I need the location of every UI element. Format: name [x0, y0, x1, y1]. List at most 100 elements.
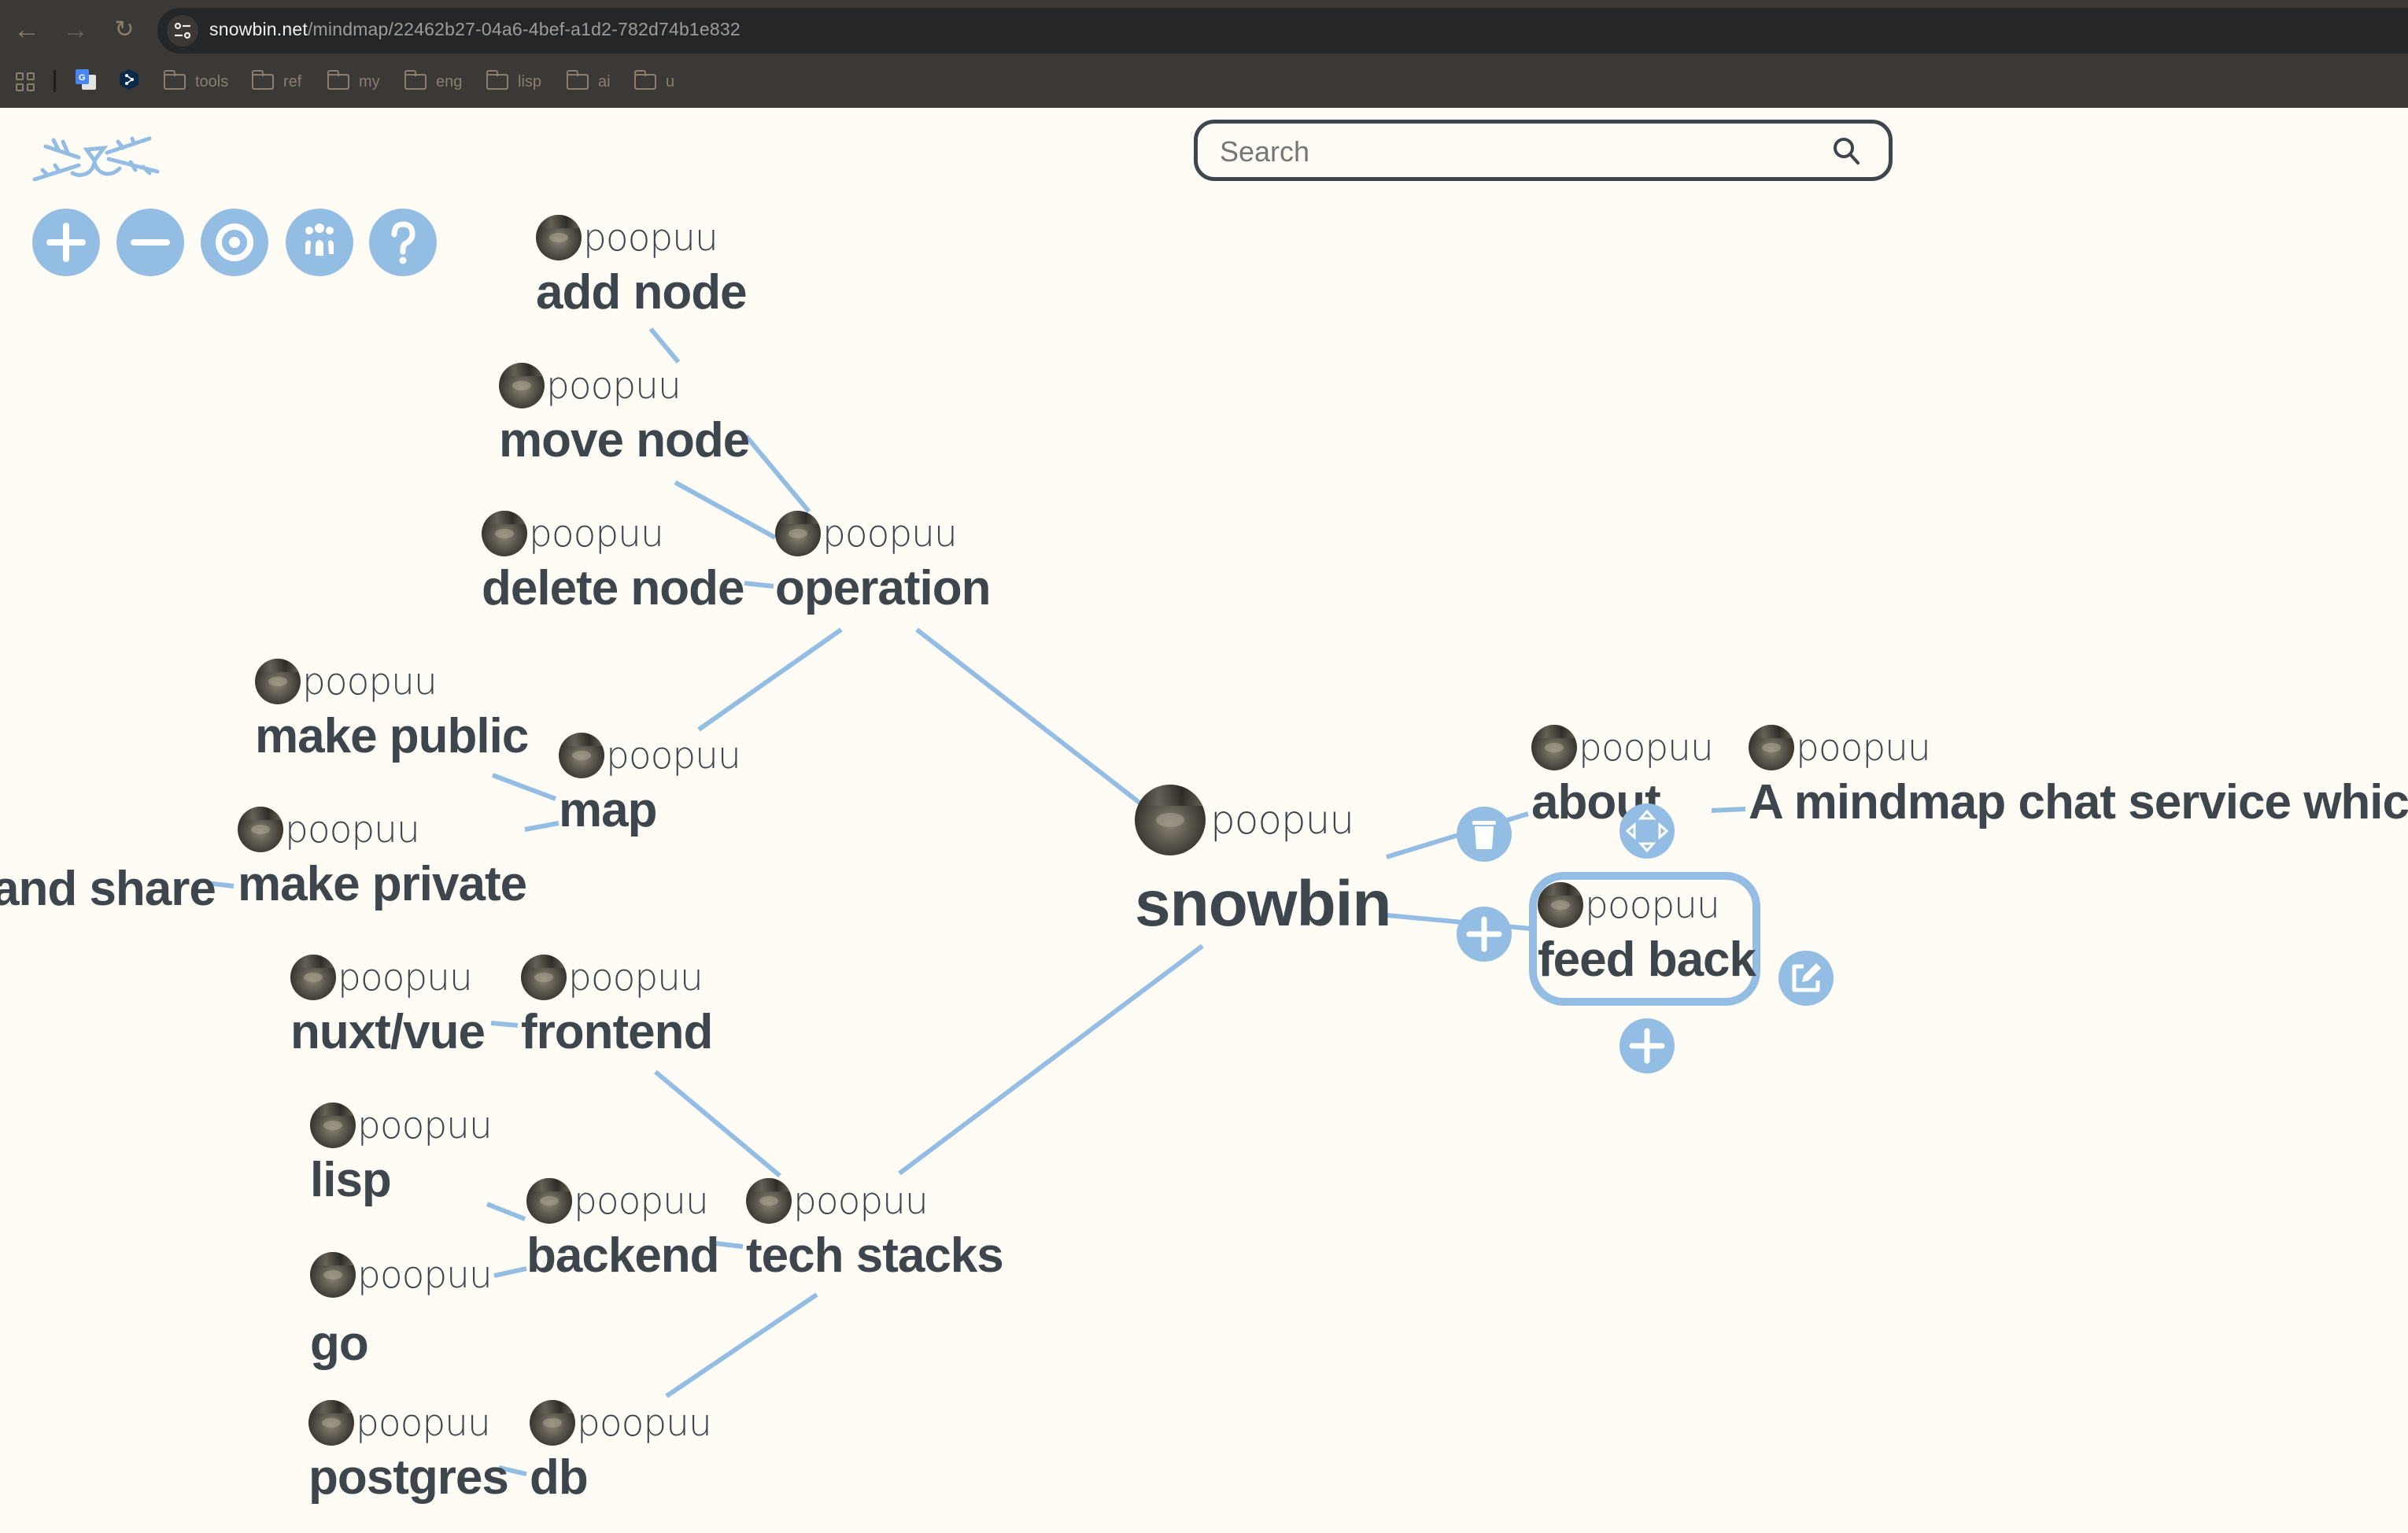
- node-title: map: [559, 783, 657, 837]
- node-postgres[interactable]: poopuu postgres: [308, 1399, 509, 1505]
- node-author: poopuu: [529, 512, 664, 556]
- avatar: [1538, 882, 1583, 928]
- bookmark-folder-tools[interactable]: tools: [163, 70, 228, 93]
- members-button[interactable]: [286, 209, 353, 276]
- node-lisp[interactable]: poopuu lisp: [310, 1102, 493, 1207]
- node-title: add node: [536, 265, 748, 320]
- node-author: poopuu: [357, 1253, 493, 1297]
- node-map[interactable]: poopuu map: [559, 732, 741, 837]
- plus-icon: [1466, 916, 1502, 952]
- people-icon: [305, 223, 334, 256]
- node-author: poopuu: [285, 807, 420, 851]
- bookmark-folder-eng[interactable]: eng: [404, 70, 463, 93]
- avatar: [1749, 725, 1794, 770]
- node-title: A mindmap chat service which: [1749, 775, 2408, 829]
- avatar: [499, 363, 545, 408]
- address-bar[interactable]: snowbin.net/mindmap/22462b27-04a6-4bef-a…: [157, 8, 2408, 54]
- center-view-button[interactable]: [201, 209, 268, 276]
- forward-button[interactable]: →: [62, 15, 89, 45]
- node-operation[interactable]: poopuu operation: [775, 510, 991, 615]
- node-tech-stacks[interactable]: poopuu tech stacks: [746, 1177, 1004, 1283]
- node-delete-node[interactable]: poopuu delete node: [482, 510, 745, 615]
- node-about-description[interactable]: poopuu A mindmap chat service which: [1749, 724, 2408, 829]
- add-child-button[interactable]: [1619, 1018, 1675, 1073]
- delete-node-button[interactable]: [1457, 807, 1512, 862]
- node-author: poopuu: [1585, 883, 1720, 927]
- folder-icon: [404, 70, 427, 90]
- google-translate-icon[interactable]: G: [76, 69, 96, 90]
- zoom-in-button[interactable]: [32, 209, 100, 276]
- node-author: poopuu: [1796, 726, 1931, 770]
- zoom-out-button[interactable]: [116, 209, 184, 276]
- reload-button[interactable]: ↻: [114, 17, 135, 42]
- node-and-share[interactable]: and share: [0, 858, 216, 916]
- help-button[interactable]: [369, 209, 437, 276]
- node-root-snowbin[interactable]: poopuu snowbin: [1135, 784, 1392, 940]
- node-backend[interactable]: poopuu backend: [526, 1177, 720, 1283]
- avatar: [530, 1400, 575, 1446]
- avatar: [536, 215, 582, 260]
- back-button[interactable]: ←: [13, 15, 40, 45]
- bookmark-folder-ref[interactable]: ref: [251, 70, 301, 93]
- edit-icon: [1792, 963, 1821, 992]
- node-make-private[interactable]: poopuu make private: [238, 806, 527, 911]
- folder-icon: [566, 70, 589, 90]
- bookmark-label: my: [359, 72, 380, 91]
- bookmark-folder-ai[interactable]: ai: [566, 70, 611, 93]
- site-info-icon[interactable]: [167, 15, 198, 46]
- bookmarks-separator: [54, 70, 56, 92]
- avatar: [310, 1103, 356, 1148]
- avatar: [526, 1178, 572, 1224]
- url-path: /mindmap/22462b27-04a6-4bef-a1d2-782d74b…: [307, 19, 740, 39]
- deepseek-share-icon[interactable]: [120, 69, 138, 90]
- edit-node-button[interactable]: [1778, 951, 1834, 1006]
- avatar: [308, 1400, 354, 1446]
- bookmark-folder-u[interactable]: u: [633, 70, 675, 93]
- node-nuxt-vue[interactable]: poopuu nuxt/vue: [290, 954, 486, 1059]
- node-move-node[interactable]: poopuu move node: [499, 362, 750, 467]
- svg-text:G: G: [79, 73, 86, 83]
- bookmark-folder-lisp[interactable]: lisp: [486, 70, 541, 93]
- snowbin-cat-logo[interactable]: [31, 118, 181, 181]
- folder-icon: [251, 70, 274, 90]
- node-frontend[interactable]: poopuu frontend: [521, 954, 713, 1059]
- node-title: move node: [499, 413, 750, 467]
- node-author: poopuu: [822, 512, 958, 556]
- bookmark-folder-my[interactable]: my: [327, 70, 380, 93]
- avatar: [521, 955, 567, 1000]
- node-author: poopuu: [793, 1179, 929, 1223]
- url-text[interactable]: snowbin.net/mindmap/22462b27-04a6-4bef-a…: [209, 19, 740, 40]
- bookmark-label: u: [666, 72, 675, 91]
- search-icon[interactable]: [1832, 136, 1862, 166]
- add-sibling-button[interactable]: [1457, 907, 1512, 962]
- node-title: and share: [0, 862, 216, 916]
- avatar: [746, 1178, 792, 1224]
- node-go[interactable]: poopuu go: [310, 1251, 493, 1371]
- move-node-button[interactable]: [1619, 803, 1675, 859]
- avatar: [238, 807, 283, 852]
- search-box[interactable]: [1194, 120, 1893, 181]
- target-icon: [216, 223, 253, 261]
- node-feed-back[interactable]: poopuu feed back: [1538, 881, 1756, 987]
- node-title: delete node: [482, 561, 745, 615]
- apps-grid-icon[interactable]: [16, 72, 35, 91]
- node-title: lisp: [310, 1153, 392, 1207]
- node-author: poopuu: [338, 955, 473, 999]
- node-add-node[interactable]: poopuu add node: [536, 214, 748, 320]
- node-db[interactable]: poopuu db: [530, 1399, 712, 1505]
- node-make-public[interactable]: poopuu make public: [255, 658, 529, 763]
- node-author: poopuu: [546, 364, 681, 408]
- bookmark-label: eng: [436, 72, 463, 91]
- node-title: make private: [238, 857, 527, 911]
- search-input[interactable]: [1218, 133, 1819, 171]
- node-title: nuxt/vue: [290, 1005, 486, 1059]
- selected-node-outline: [1529, 872, 1760, 1006]
- node-title: make public: [255, 709, 529, 763]
- avatar: [1135, 785, 1206, 855]
- node-author: poopuu: [577, 1401, 712, 1445]
- folder-icon: [163, 70, 186, 90]
- trash-icon: [1472, 821, 1496, 849]
- node-title: tech stacks: [746, 1228, 1004, 1283]
- plus-icon: [1629, 1028, 1665, 1064]
